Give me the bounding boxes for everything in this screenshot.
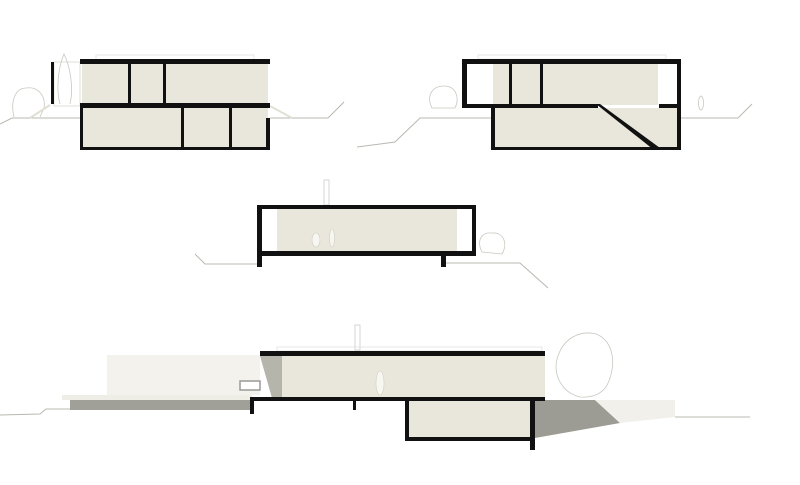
ground-line xyxy=(0,117,80,125)
support-leg xyxy=(250,401,254,414)
wall xyxy=(163,64,166,104)
wall xyxy=(229,108,232,148)
person-figure xyxy=(329,228,335,248)
tree-outline xyxy=(12,87,45,118)
person-figure xyxy=(311,232,321,248)
wall xyxy=(80,103,83,150)
retaining-wall xyxy=(595,400,675,423)
ground-line xyxy=(0,408,70,416)
support-leg xyxy=(530,401,535,450)
lower-interior xyxy=(409,401,530,437)
wall xyxy=(405,401,409,441)
section-2 xyxy=(356,54,753,150)
upper-interior xyxy=(493,64,658,105)
person-figure xyxy=(698,95,704,111)
stair xyxy=(596,104,660,150)
floor-slab xyxy=(462,104,598,108)
earth-section xyxy=(535,400,620,438)
terrace-shadow xyxy=(260,356,282,398)
tree-outline xyxy=(429,85,458,109)
person-figure xyxy=(375,370,385,396)
ground-line xyxy=(356,117,491,148)
roof-outline xyxy=(477,54,667,60)
bench xyxy=(239,380,261,391)
ground-line xyxy=(446,262,549,289)
support-leg xyxy=(353,401,356,410)
foundation-slab xyxy=(405,437,535,441)
section-3 xyxy=(194,179,549,289)
tree-outline xyxy=(479,232,506,255)
upper-interior xyxy=(282,356,545,397)
tree-outline xyxy=(57,53,72,105)
courtyard-wall xyxy=(51,62,54,104)
section-1 xyxy=(0,53,345,150)
terrace-platform xyxy=(62,395,252,400)
roof-slab xyxy=(462,59,680,64)
foundation-slab xyxy=(80,147,270,150)
lower-interior xyxy=(82,107,268,147)
floor-slab xyxy=(250,397,545,401)
ground-line xyxy=(194,253,257,265)
wall xyxy=(128,64,131,104)
terrace-earth xyxy=(70,400,252,410)
chimney xyxy=(354,324,361,351)
roof-slab xyxy=(257,205,476,209)
stair-ramp xyxy=(29,104,51,119)
upper-interior xyxy=(82,64,268,104)
wall xyxy=(462,59,467,108)
roof-slab xyxy=(80,59,270,64)
roof-outline xyxy=(276,346,543,352)
stair-ramp xyxy=(269,105,293,119)
floor-slab xyxy=(80,103,270,108)
section-4 xyxy=(0,324,750,450)
ground-line xyxy=(680,103,753,119)
tree-outline xyxy=(555,332,613,398)
wall xyxy=(677,59,681,150)
support-leg xyxy=(441,255,446,267)
ground-line xyxy=(270,101,345,119)
wall xyxy=(491,104,495,150)
wall xyxy=(266,118,270,150)
wall xyxy=(257,205,262,267)
wall xyxy=(509,64,512,104)
wall xyxy=(181,108,184,148)
interior xyxy=(277,209,457,251)
foundation-slab xyxy=(491,147,681,150)
wall xyxy=(540,64,543,104)
wall xyxy=(472,205,476,255)
terrace-block xyxy=(107,355,260,395)
floor-slab xyxy=(257,251,476,256)
floor-slab xyxy=(659,104,680,108)
roof-slab xyxy=(260,351,545,356)
chimney xyxy=(323,179,330,206)
